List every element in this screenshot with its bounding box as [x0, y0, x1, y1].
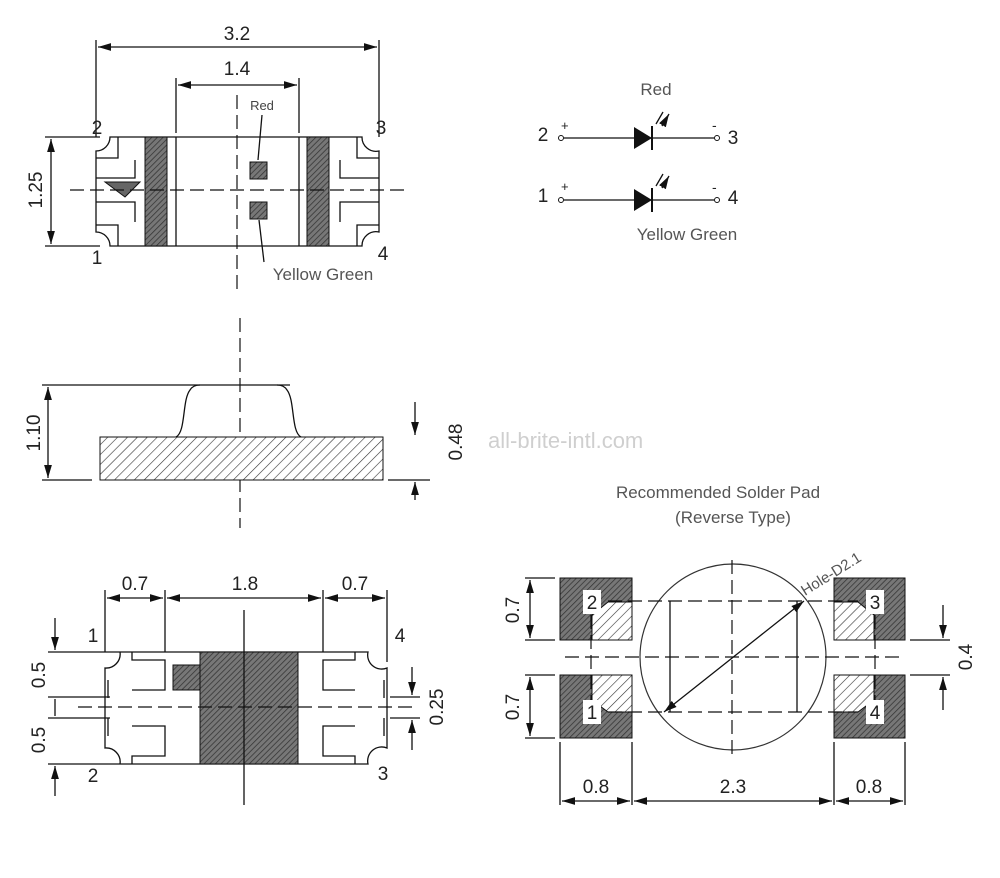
pin-4: 4	[378, 244, 389, 265]
schematic-red-label: Red	[640, 80, 671, 99]
pad-label-2: 2	[587, 593, 598, 614]
dim-middle: 1.8	[232, 574, 258, 595]
cathode-pin: 4	[728, 188, 739, 209]
schematic-yg-label: Yellow Green	[637, 225, 738, 244]
dim-gap: 0.4	[956, 643, 977, 670]
dim-total-height: 1.10	[24, 415, 45, 452]
solder-pad-subtitle: (Reverse Type)	[675, 508, 791, 527]
dim-height: 1.25	[26, 172, 47, 209]
die-pad	[199, 651, 299, 765]
package-body	[95, 136, 380, 247]
dim-pad-height-bottom: 0.7	[503, 694, 524, 720]
led-yellow-green-symbol: 1 + - 4	[538, 174, 739, 212]
dim-upper: 0.5	[29, 662, 50, 688]
top-view: 3.2 1.4 1.25 Red Yellow Green 1 2 3 4	[26, 24, 405, 290]
cathode-pin: 3	[728, 128, 739, 149]
dim-pad-height-top: 0.7	[503, 597, 524, 623]
watermark: all-brite-intl.com	[488, 428, 643, 453]
dim-left: 0.7	[122, 574, 148, 595]
pin-2: 2	[92, 118, 103, 139]
pin-3: 3	[378, 764, 389, 785]
anode-sign: +	[561, 179, 569, 194]
dim-base-height: 0.48	[446, 424, 467, 461]
cathode-sign: -	[712, 179, 717, 195]
label-red: Red	[250, 98, 274, 113]
terminal-left	[144, 136, 168, 247]
schematic: Red 2 + - 3 1 + - 4 Yellow Green	[538, 80, 739, 244]
led-red-symbol: 2 + - 3	[538, 112, 739, 150]
hole-diameter-line	[663, 600, 805, 713]
anode-pin: 2	[538, 125, 549, 146]
dim-gap: 0.25	[427, 689, 448, 726]
diode-icon	[634, 189, 652, 211]
pad-label-1: 1	[587, 703, 598, 724]
chip-red	[249, 161, 268, 180]
dim-center-width: 2.3	[720, 777, 746, 798]
dim-inner: 1.4	[224, 59, 251, 80]
dim-right: 0.7	[342, 574, 368, 595]
base-substrate	[99, 436, 384, 481]
chip-yellow-green	[249, 201, 268, 220]
pad-label-3: 3	[870, 593, 881, 614]
pin-2: 2	[88, 766, 99, 787]
terminal-right	[306, 136, 330, 247]
pin-1: 1	[92, 248, 103, 269]
pin-3: 3	[376, 118, 387, 139]
anode-sign: +	[561, 118, 569, 133]
anode-pin: 1	[538, 186, 549, 207]
dim-right-width: 0.8	[856, 777, 882, 798]
solder-pad-layout: Recommended Solder Pad (Reverse Type) 2 …	[503, 483, 977, 805]
pin-1: 1	[88, 626, 99, 647]
label-yellow-green: Yellow Green	[273, 265, 374, 284]
dim-width: 3.2	[224, 24, 250, 45]
bottom-view: 0.7 1.8 0.7 0.5 0.5 0.25 1 2 3 4	[29, 574, 448, 805]
dim-left-width: 0.8	[583, 777, 609, 798]
dim-lower: 0.5	[29, 727, 50, 753]
diode-icon	[634, 127, 652, 149]
solder-pad-title: Recommended Solder Pad	[616, 483, 820, 502]
pad-label-4: 4	[870, 703, 881, 724]
cathode-sign: -	[712, 117, 717, 133]
pin-4: 4	[395, 626, 406, 647]
side-view: 1.10 0.48	[24, 318, 467, 528]
